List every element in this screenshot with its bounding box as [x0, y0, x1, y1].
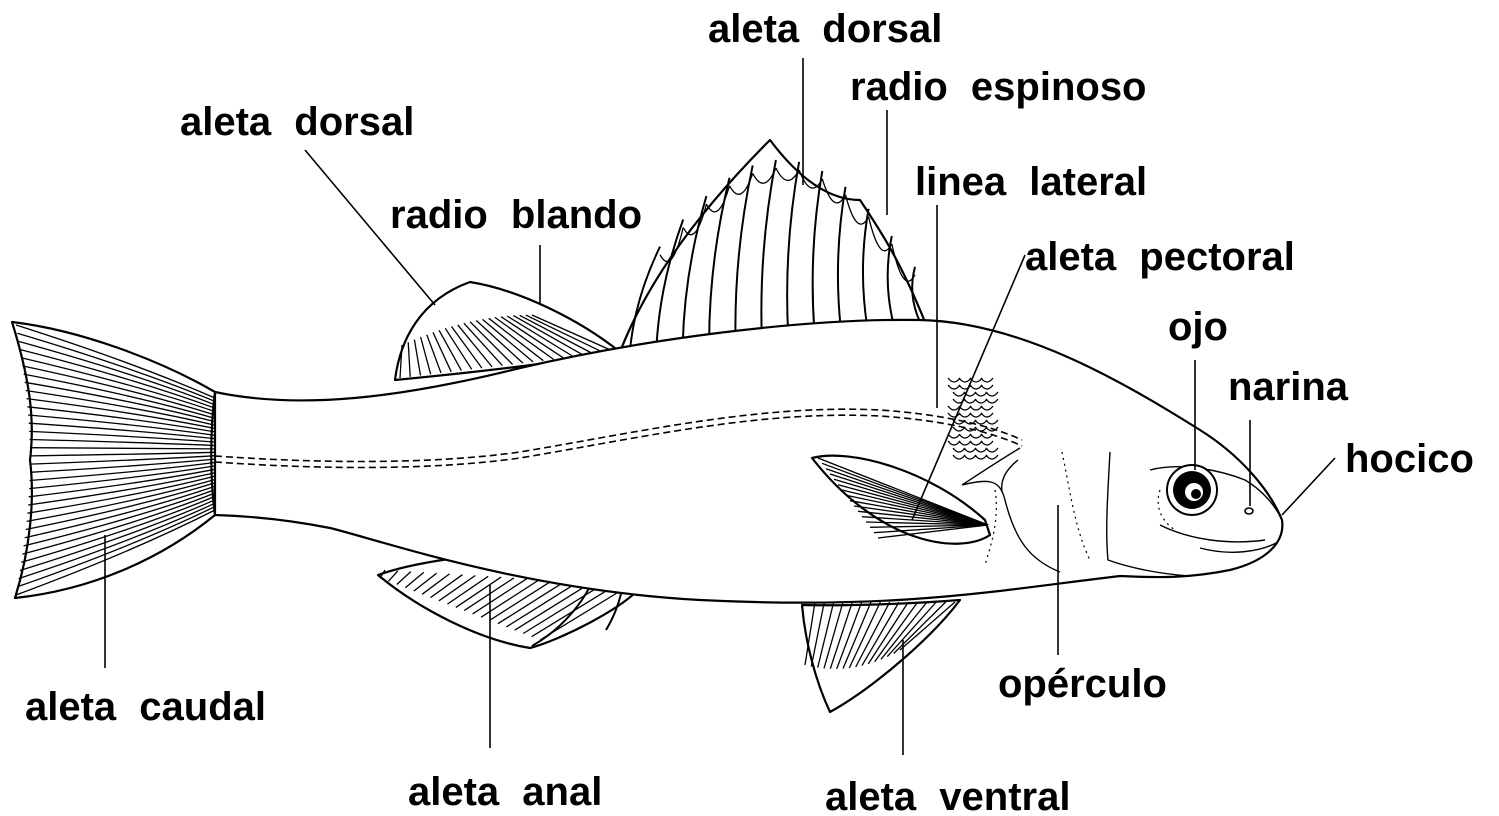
- label-ventral-fin: aleta ventral: [825, 775, 1070, 816]
- label-nostril: narina: [1228, 365, 1349, 409]
- ventral-fin: [802, 600, 960, 712]
- eye: [1167, 465, 1217, 515]
- caudal-fin: [12, 322, 215, 598]
- label-dorsal-fin-spiny: aleta dorsal: [708, 7, 942, 51]
- label-spiny-ray: radio espinoso: [850, 65, 1147, 109]
- label-lateral-line: linea lateral: [915, 160, 1147, 204]
- label-dorsal-fin-soft: aleta dorsal: [180, 100, 414, 144]
- label-pectoral-fin: aleta pectoral: [1025, 235, 1295, 279]
- label-snout: hocico: [1345, 437, 1474, 481]
- leader-snout: [1282, 458, 1335, 515]
- label-eye: ojo: [1168, 305, 1228, 349]
- label-soft-ray: radio blando: [390, 193, 642, 237]
- label-anal-fin: aleta anal: [408, 770, 602, 814]
- label-operculum: opérculo: [998, 662, 1167, 706]
- label-caudal-fin: aleta caudal: [25, 685, 266, 729]
